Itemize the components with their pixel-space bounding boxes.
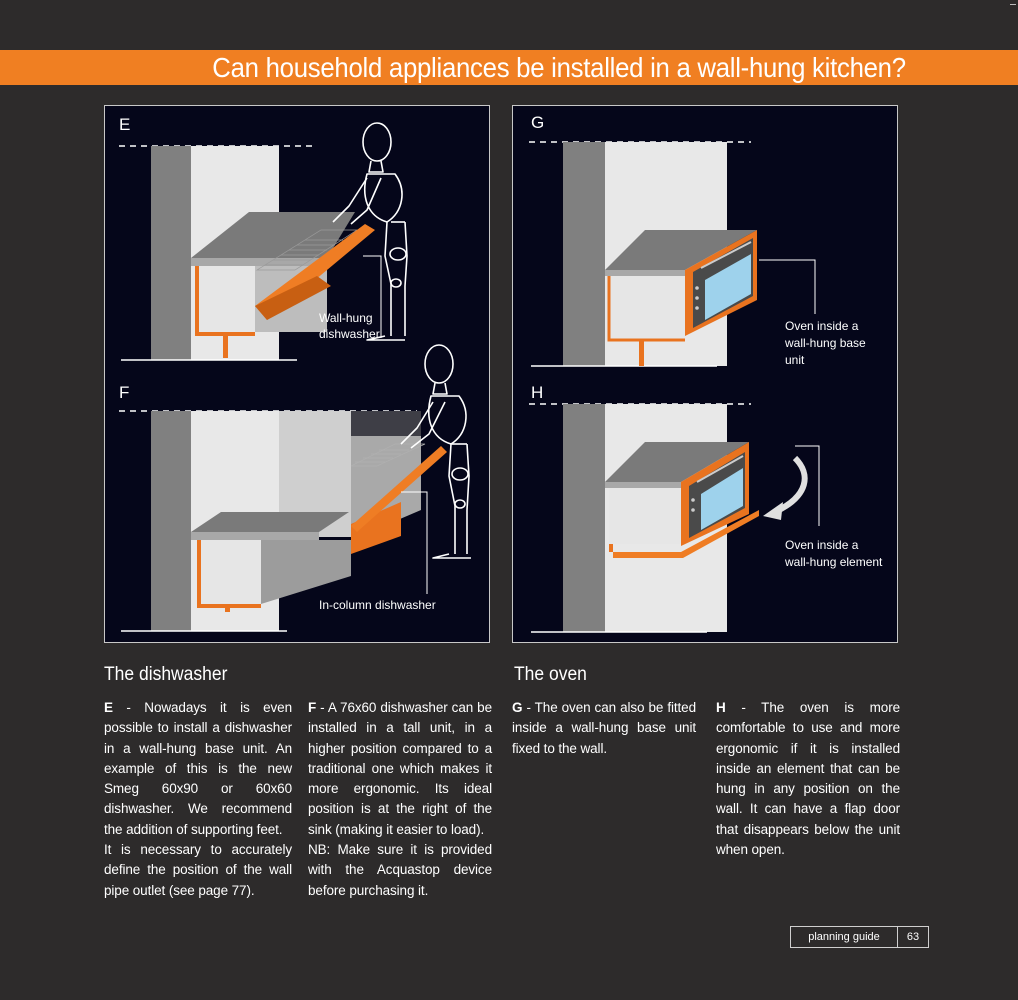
figure-f-letter: F: [119, 383, 129, 402]
figure-h-letter: H: [531, 383, 543, 402]
paragraph-e-text: - Nowadays it is even possible to instal…: [104, 700, 292, 837]
figure-h: Oven inside a wall-hung element H: [529, 383, 883, 633]
paragraph-f-key: F: [308, 700, 317, 715]
paragraph-e-key: E: [104, 700, 113, 715]
oven-base-unit-label-line1: Oven inside a: [785, 319, 859, 333]
paragraph-g-text: - The oven can also be fitted inside a w…: [512, 700, 696, 756]
figure-g: Oven inside a wall-hung base unit G: [529, 113, 866, 367]
paragraph-f-text: - A 76x60 dishwasher can be installed in…: [308, 700, 492, 837]
paragraph-g: G - The oven can also be fitted inside a…: [512, 698, 696, 759]
paragraph-e: E - Nowadays it is even possible to inst…: [104, 698, 292, 901]
oven-base-unit-label-line3: unit: [785, 353, 805, 367]
oven-wall-element-label-line2: wall-hung element: [784, 555, 883, 569]
oven-illustration: Oven inside a wall-hung base unit G: [529, 113, 883, 633]
paragraph-h: H - The oven is more comfortable to use …: [716, 698, 900, 860]
page-footer: planning guide 63: [790, 926, 929, 948]
dishwasher-illustration: Wall-hung dishwasher E: [119, 115, 471, 632]
oven-wall-element-label-line1: Oven inside a: [785, 538, 859, 552]
paragraph-f: F - A 76x60 dishwasher can be installed …: [308, 698, 492, 901]
page-title: Can household appliances be installed in…: [212, 52, 907, 83]
figure-e: Wall-hung dishwasher E: [119, 115, 408, 361]
oven-base-unit-label-line2: wall-hung base: [784, 336, 866, 350]
footer-label: planning guide: [791, 927, 898, 947]
oven-section-title: The oven: [514, 664, 587, 685]
wall-hung-dishwasher-label-line1: Wall-hung: [319, 311, 373, 325]
page-number: 63: [906, 931, 920, 943]
paragraph-h-key: H: [716, 700, 726, 715]
paragraph-g-key: G: [512, 700, 523, 715]
figure-f: In-column dishwasher F: [119, 344, 471, 632]
title-banner: Can household appliances be installed in…: [0, 50, 1018, 85]
paragraph-f-text2: NB: Make sure it is provided with the Ac…: [308, 842, 492, 898]
dishwasher-section-title: The dishwasher: [104, 664, 228, 685]
figure-g-letter: G: [531, 113, 544, 132]
dishwasher-illustration-panel: Wall-hung dishwasher E: [104, 105, 490, 643]
crop-mark: [1010, 4, 1016, 5]
wall-hung-dishwasher-label-line2: dishwasher: [319, 327, 380, 341]
paragraph-h-text: - The oven is more comfortable to use an…: [716, 700, 900, 858]
in-column-dishwasher-label: In-column dishwasher: [319, 598, 436, 612]
oven-illustration-panel: Oven inside a wall-hung base unit G: [512, 105, 898, 643]
paragraph-e-text2: It is necessary to accurately define the…: [104, 842, 292, 898]
figure-e-letter: E: [119, 115, 130, 134]
